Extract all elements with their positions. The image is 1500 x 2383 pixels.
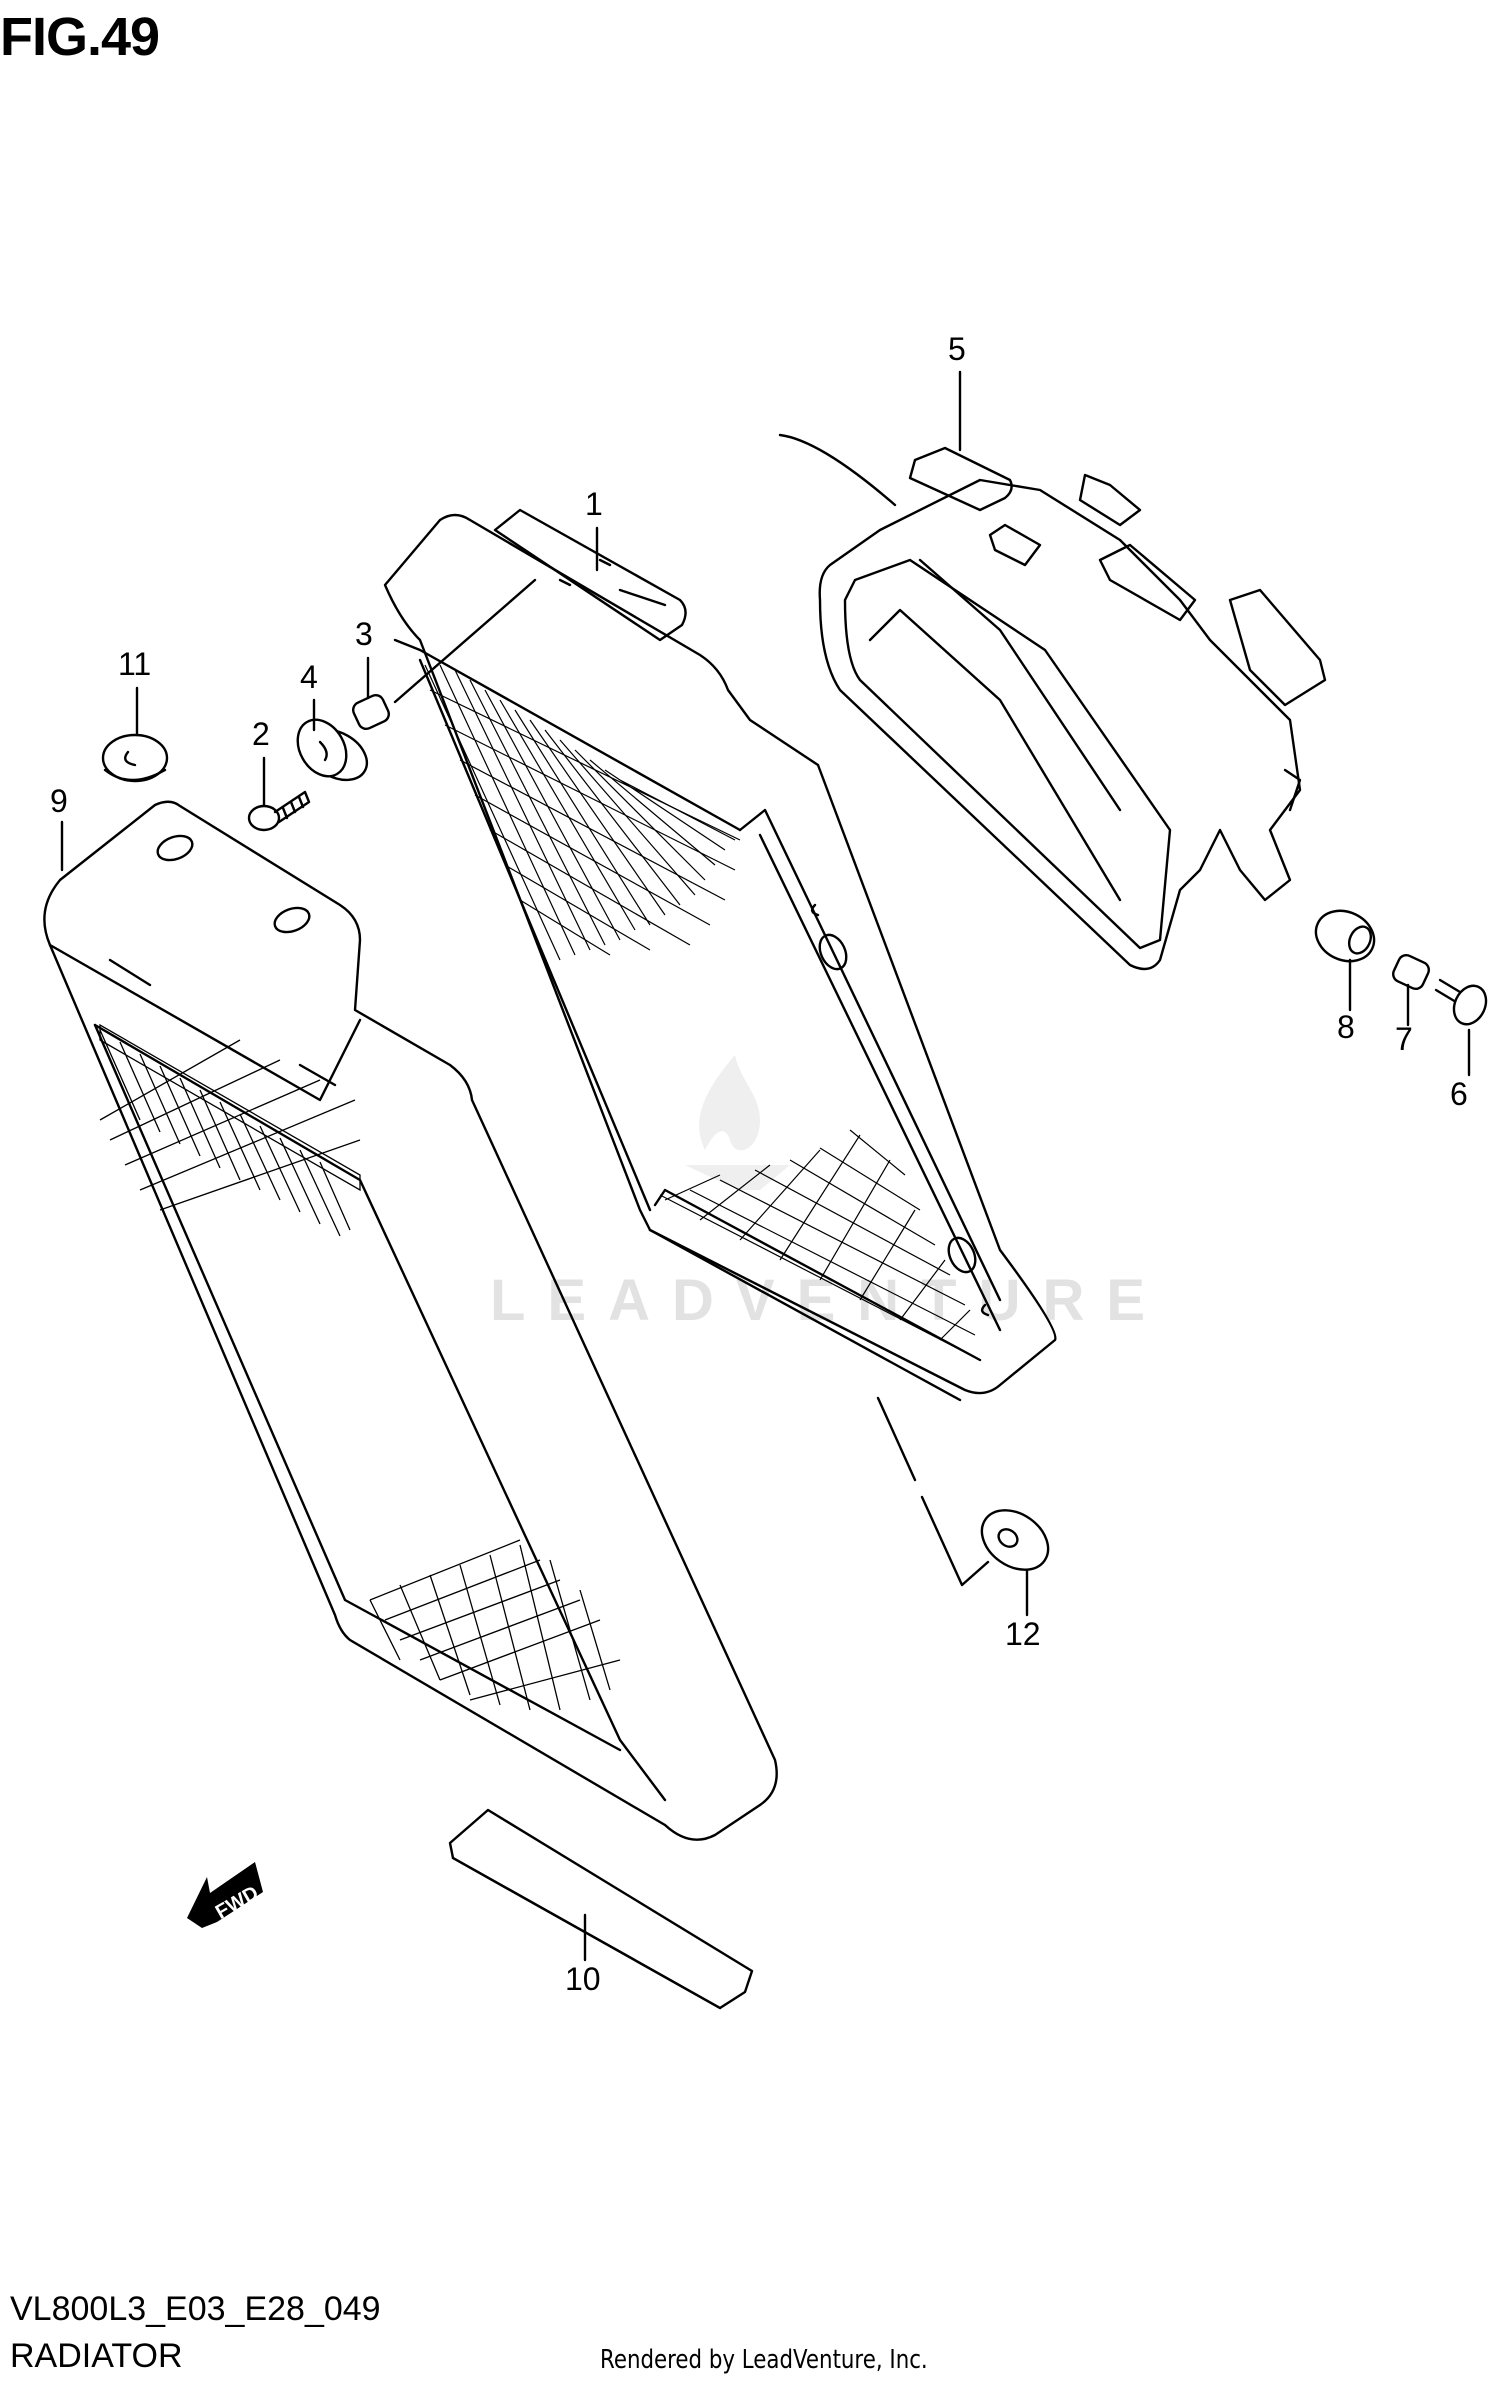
seal-strip-part[interactable]	[448, 1808, 754, 2010]
cushion-part-12[interactable]	[876, 1396, 1059, 1587]
flame-logo-icon	[685, 1055, 790, 1190]
callout-2: 2	[252, 716, 270, 752]
callout-3: 3	[355, 616, 373, 652]
figure-title: FIG.49	[0, 7, 160, 67]
forward-arrow-icon: FWD	[187, 1862, 263, 1928]
cushion-part-8[interactable]	[1308, 902, 1383, 971]
cushion-part-4[interactable]	[288, 711, 376, 790]
bolt-part-6[interactable]	[1434, 978, 1492, 1029]
callout-7: 7	[1395, 1021, 1413, 1057]
fan-shroud-part[interactable]	[778, 433, 1327, 971]
callout-1: 1	[585, 486, 603, 522]
collar-part-3[interactable]	[351, 578, 537, 731]
cap-part[interactable]	[101, 733, 169, 783]
callout-11: 11	[118, 646, 151, 682]
render-credit: Rendered by LeadVenture, Inc.	[600, 2345, 928, 2375]
callout-9: 9	[50, 783, 68, 819]
callout-4: 4	[300, 659, 318, 695]
collar-part-7[interactable]	[1391, 953, 1432, 992]
callout-6: 6	[1450, 1076, 1468, 1112]
callout-8: 8	[1337, 1009, 1355, 1045]
radiator-cover-part[interactable]	[43, 800, 778, 1841]
diagram-code: VL800L3_E03_E28_049	[10, 2290, 381, 2328]
callout-12: 12	[1005, 1616, 1041, 1652]
callout-5: 5	[948, 331, 966, 367]
callout-10: 10	[565, 1961, 601, 1997]
bolt-part-2[interactable]	[247, 790, 311, 832]
section-name: RADIATOR	[10, 2337, 183, 2375]
radiator-core-part[interactable]	[383, 508, 1057, 1402]
